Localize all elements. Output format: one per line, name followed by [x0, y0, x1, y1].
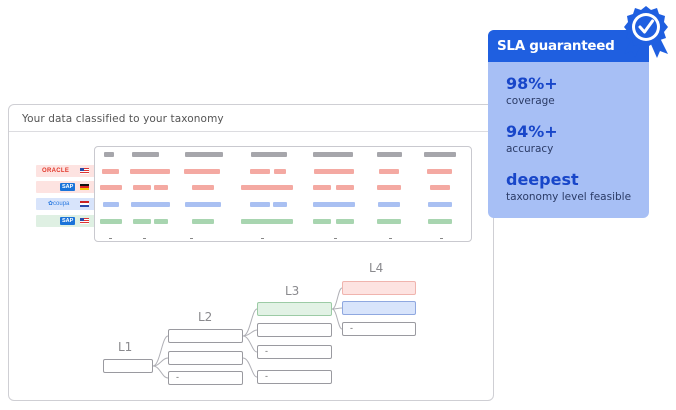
tree-node-l4: -: [342, 322, 416, 336]
table-cell: [241, 185, 293, 190]
table-header-cell: [132, 152, 159, 157]
tree-node-l2: [168, 351, 243, 365]
table-cell: [133, 219, 151, 224]
us-flag-icon: [80, 218, 89, 224]
table-cell: [377, 185, 401, 190]
tree-node-l4-red: [342, 281, 416, 295]
table-cell: [428, 219, 452, 224]
empty-cell-dash: [334, 238, 337, 239]
table-cell: [184, 169, 220, 174]
table-cell: [378, 202, 400, 207]
sap-logo-icon: SAP: [60, 217, 76, 225]
level-label-l2: L2: [198, 310, 213, 324]
table-cell: [241, 219, 293, 224]
tree-node-l2: [168, 329, 243, 343]
table-cell: [154, 185, 168, 190]
sla-title: SLA guaranteed: [497, 38, 615, 54]
table-cell: [185, 202, 221, 207]
empty-cell-dash: [143, 238, 146, 239]
oracle-logo-icon: ORACLE: [42, 168, 70, 174]
sla-panel: SLA guaranteed 98%+ coverage 94%+ accura…: [488, 30, 649, 218]
table-cell: [430, 185, 450, 190]
table-cell: [100, 219, 122, 224]
card-title: Your data classified to your taxonomy: [22, 113, 224, 125]
table-cell: [250, 169, 270, 174]
empty-cell-dash: [440, 238, 443, 239]
table-cell: [313, 219, 331, 224]
tree-node-l2: -: [168, 371, 243, 385]
checkmark-rosette-icon: [624, 6, 668, 58]
table-cell: [336, 219, 354, 224]
tree-node-l1: [103, 359, 153, 373]
coupa-logo-icon: ✿coupa: [48, 201, 70, 207]
table-cell: [313, 202, 355, 207]
tree-node-l3: [257, 323, 332, 337]
table-cell: [102, 169, 119, 174]
data-table: [94, 146, 472, 242]
netherlands-flag-icon: [80, 201, 89, 207]
empty-cell-dash: [261, 238, 264, 239]
level-label-l3: L3: [285, 284, 300, 298]
table-header-cell: [185, 152, 223, 157]
table-cell: [130, 169, 170, 174]
table-cell: [379, 169, 399, 174]
depth-value: deepest: [506, 170, 579, 189]
table-header-cell: [104, 152, 114, 157]
table-cell: [131, 202, 170, 207]
germany-flag-icon: [80, 184, 89, 190]
tree-node-l3-selected: [257, 302, 332, 316]
table-cell: [250, 202, 270, 207]
table-header-cell: [313, 152, 353, 157]
table-cell: [314, 169, 354, 174]
table-cell: [377, 219, 401, 224]
coverage-label: coverage: [506, 95, 555, 107]
level-label-l4: L4: [369, 261, 384, 275]
accuracy-value: 94%+: [506, 122, 558, 141]
table-header-cell: [251, 152, 287, 157]
table-header-cell: [377, 152, 402, 157]
table-cell: [192, 219, 214, 224]
title-divider: [9, 131, 493, 132]
table-cell: [428, 202, 452, 207]
coupa-logo-text: coupa: [53, 201, 70, 207]
depth-label: taxonomy level feasible: [506, 191, 632, 203]
table-cell: [133, 185, 151, 190]
table-cell: [313, 185, 331, 190]
tree-node-l4-blue: [342, 301, 416, 315]
tree-node-l3: -: [257, 345, 332, 359]
empty-cell-dash: [109, 238, 112, 239]
table-cell: [100, 185, 122, 190]
table-cell: [103, 202, 119, 207]
accuracy-label: accuracy: [506, 143, 554, 155]
table-cell: [154, 219, 168, 224]
empty-cell-dash: [190, 238, 193, 239]
table-cell: [336, 185, 354, 190]
table-cell: [192, 185, 214, 190]
tree-node-l3: -: [257, 370, 332, 384]
table-cell: [427, 169, 452, 174]
level-label-l1: L1: [118, 340, 133, 354]
empty-cell-dash: [389, 238, 392, 239]
us-flag-icon: [80, 168, 89, 174]
table-header-cell: [424, 152, 456, 157]
sla-header: SLA guaranteed: [488, 30, 649, 62]
table-cell: [273, 202, 287, 207]
table-cell: [274, 169, 286, 174]
coverage-value: 98%+: [506, 74, 558, 93]
sap-logo-icon: SAP: [60, 183, 76, 191]
